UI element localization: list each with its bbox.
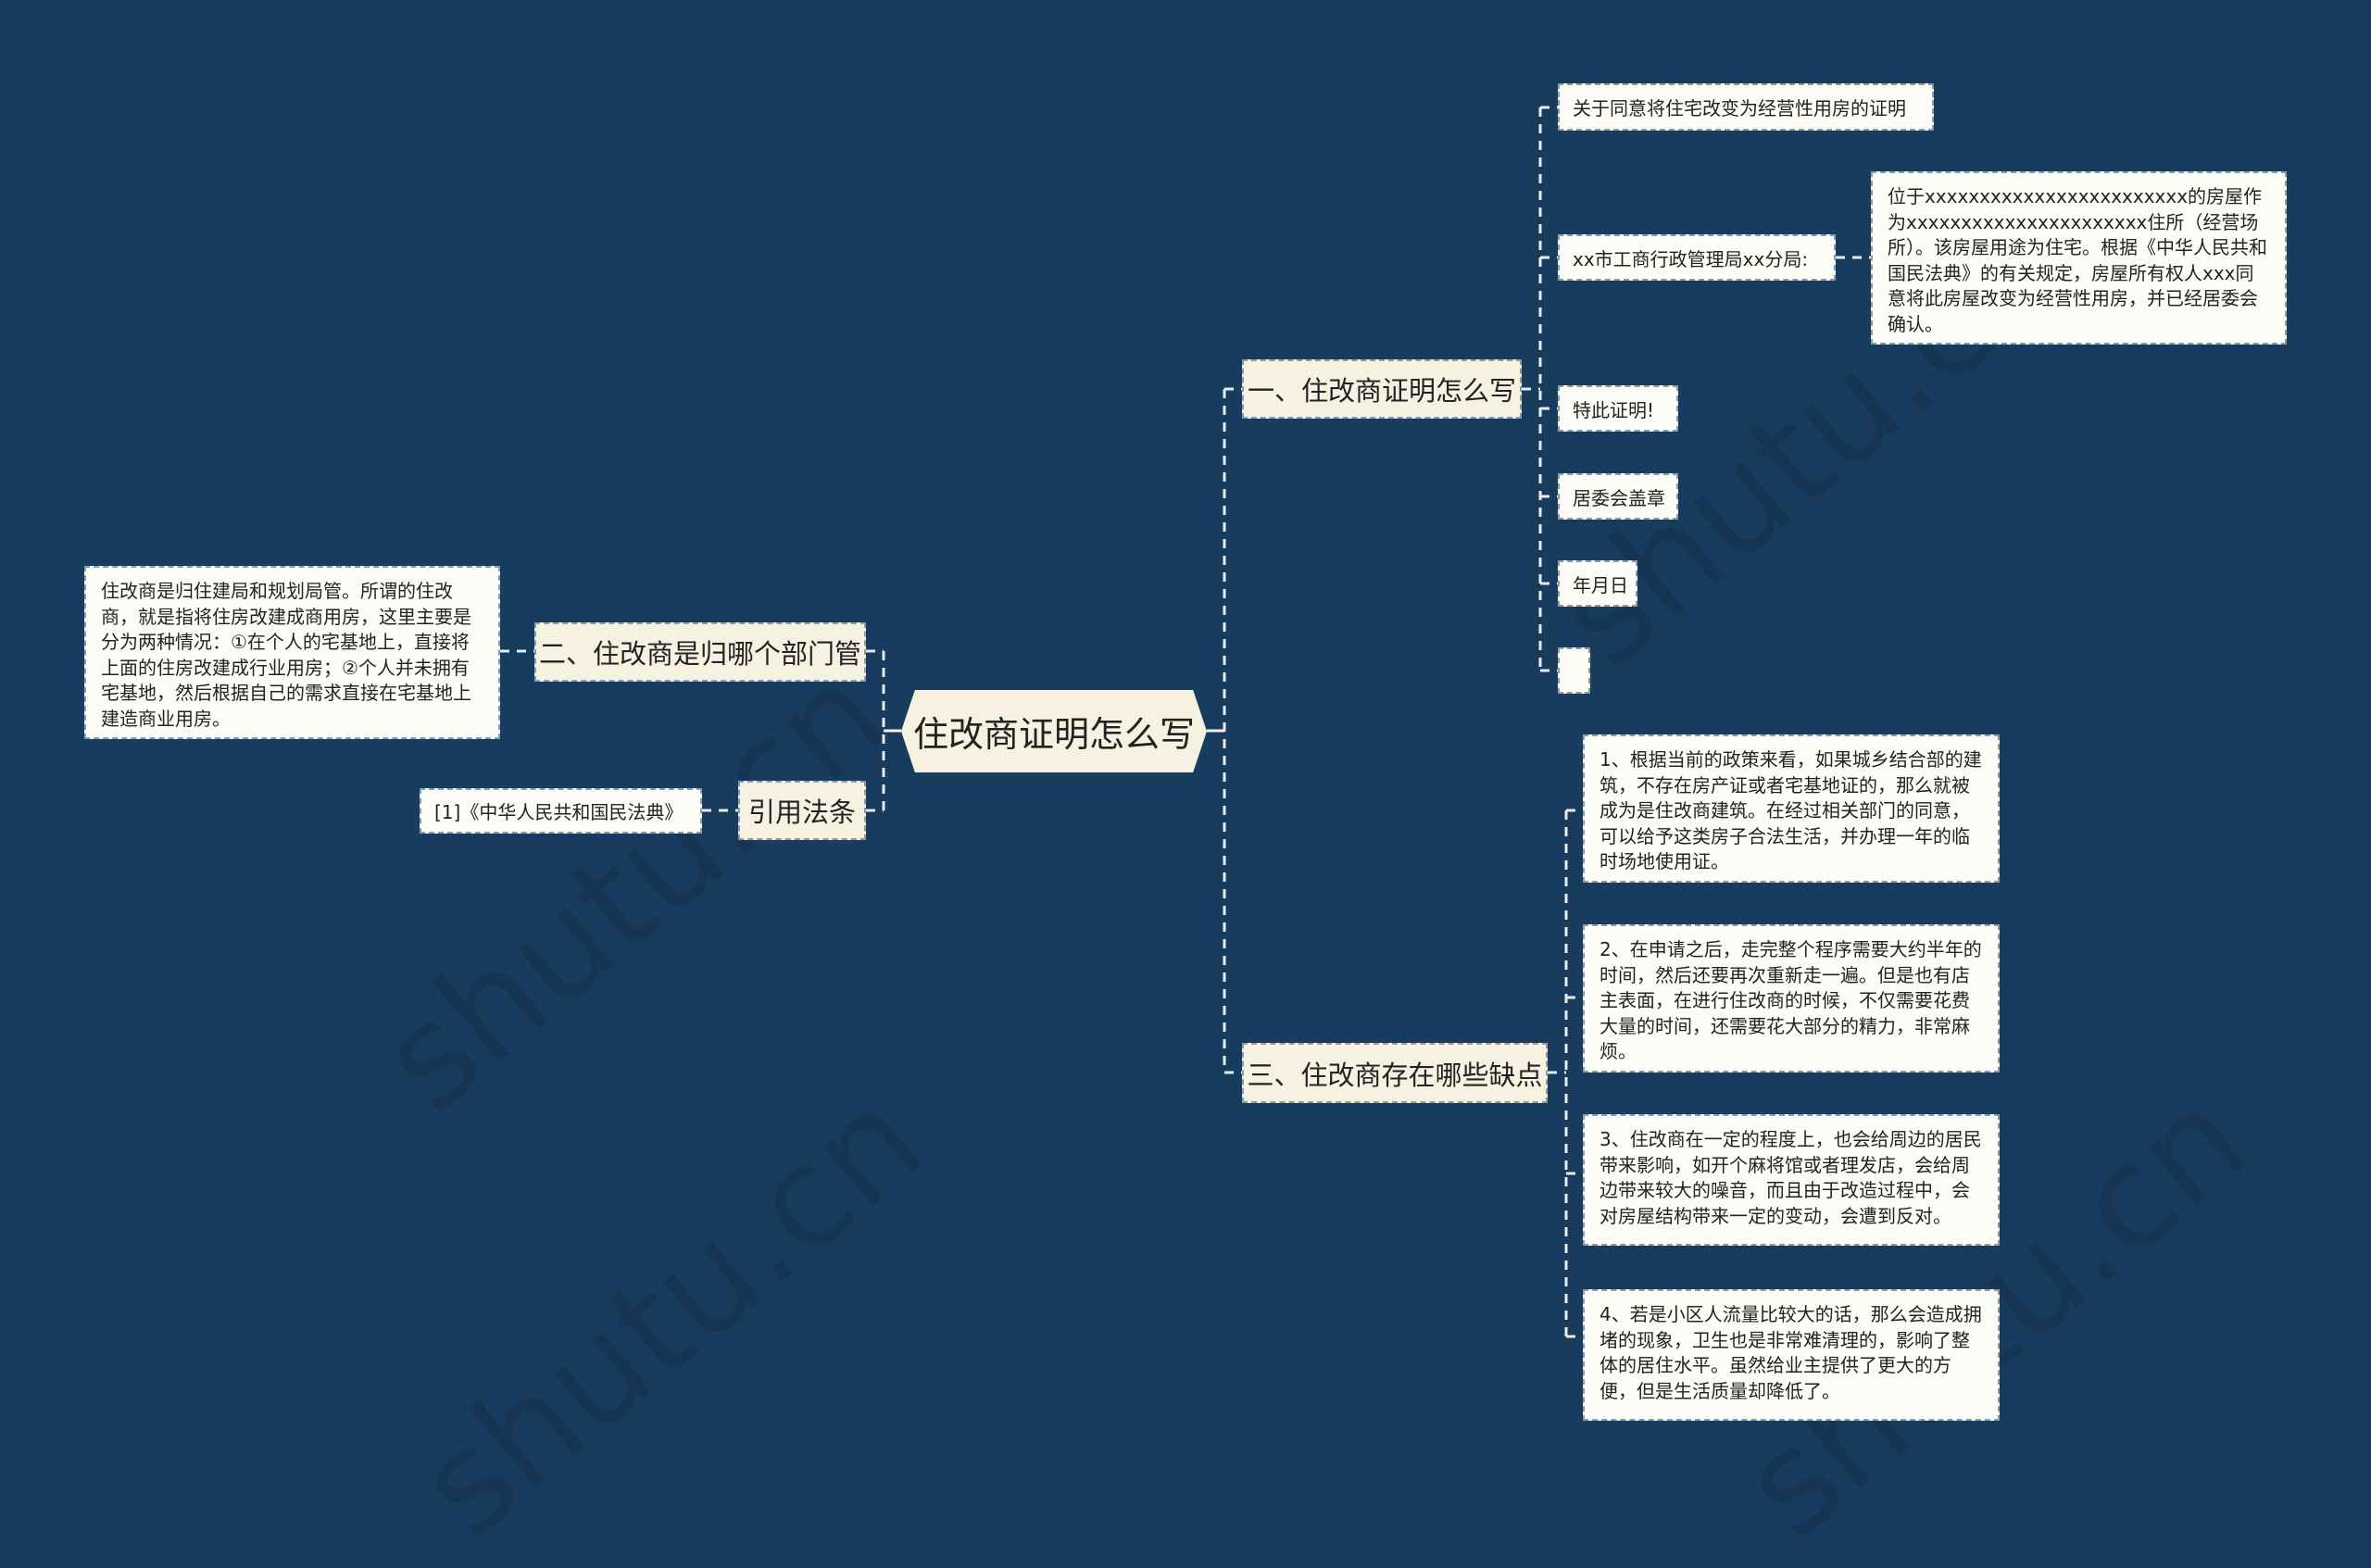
branch-drawbacks-label: 三、住改商存在哪些缺点 xyxy=(1247,1059,1543,1091)
drawback-3-text: 3、住改商在一定的程度上，也会给周边的居民带来影响，如开个麻将馆或者理发店，会给… xyxy=(1599,1128,1982,1227)
citation-note[interactable]: [1]《中华人民共和国民法典》 xyxy=(420,788,702,834)
drawback-1-note[interactable]: 1、根据当前的政策来看，如果城乡结合部的建筑，不存在房产证或者宅基地证的，那么就… xyxy=(1583,734,2000,883)
drawback-1-text: 1、根据当前的政策来看，如果城乡结合部的建筑，不存在房产证或者宅基地证的，那么就… xyxy=(1599,748,1982,872)
drawback-4-text: 4、若是小区人流量比较大的话，那么会造成拥堵的现象，卫生也是非常难清理的，影响了… xyxy=(1599,1303,1982,1402)
branch-legal-citation[interactable]: 引用法条 xyxy=(738,781,866,840)
connector-lines xyxy=(500,106,1871,1338)
department-detail-text: 住改商是归住建局和规划局管。所谓的住改商，就是指将住房改建成商用房，这里主要是分… xyxy=(101,580,471,730)
branch-how-to-write-label: 一、住改商证明怎么写 xyxy=(1248,375,1517,407)
citation-text: [1]《中华人民共和国民法典》 xyxy=(434,801,684,823)
cert-title-node[interactable]: 关于同意将住宅改变为经营性用房的证明 xyxy=(1558,83,1934,131)
hereby-certify-text: 特此证明! xyxy=(1573,398,1655,421)
branch-how-to-write[interactable]: 一、住改商证明怎么写 xyxy=(1242,359,1522,419)
date-node[interactable]: 年月日 xyxy=(1558,560,1637,607)
addressee-node[interactable]: xx市工商行政管理局xx分局: xyxy=(1558,234,1836,281)
cert-body-text: 位于xxxxxxxxxxxxxxxxxxxxxxxx的房屋作为xxxxxxxxx… xyxy=(1888,185,2267,335)
drawback-4-note[interactable]: 4、若是小区人流量比较大的话，那么会造成拥堵的现象，卫生也是非常难清理的，影响了… xyxy=(1583,1289,2000,1421)
drawback-3-note[interactable]: 3、住改商在一定的程度上，也会给周边的居民带来影响，如开个麻将馆或者理发店，会给… xyxy=(1583,1114,2000,1246)
addressee-text: xx市工商行政管理局xx分局: xyxy=(1573,247,1809,270)
drawback-2-note[interactable]: 2、在申请之后，走完整个程序需要大约半年的时间，然后还要再次重新走一遍。但是也有… xyxy=(1583,924,2000,1073)
root-topic-label: 住改商证明怎么写 xyxy=(912,714,1195,755)
root-topic[interactable]: 住改商证明怎么写 xyxy=(901,690,1207,772)
branch-department[interactable]: 二、住改商是归哪个部门管 xyxy=(534,622,866,682)
hereby-certify-node[interactable]: 特此证明! xyxy=(1558,385,1678,432)
branch-drawbacks[interactable]: 三、住改商存在哪些缺点 xyxy=(1242,1043,1548,1103)
cert-body-note[interactable]: 位于xxxxxxxxxxxxxxxxxxxxxxxx的房屋作为xxxxxxxxx… xyxy=(1871,171,2287,345)
empty-node[interactable] xyxy=(1558,647,1590,694)
drawback-2-text: 2、在申请之后，走完整个程序需要大约半年的时间，然后还要再次重新走一遍。但是也有… xyxy=(1599,938,1982,1062)
branch-legal-citation-label: 引用法条 xyxy=(748,797,857,828)
cert-title-text: 关于同意将住宅改变为经营性用房的证明 xyxy=(1573,97,1906,119)
date-text: 年月日 xyxy=(1573,573,1628,596)
committee-seal-node[interactable]: 居委会盖章 xyxy=(1558,473,1678,520)
branch-department-label: 二、住改商是归哪个部门管 xyxy=(539,638,862,670)
committee-seal-text: 居委会盖章 xyxy=(1573,486,1665,509)
department-detail-note[interactable]: 住改商是归住建局和规划局管。所谓的住改商，就是指将住房改建成商用房，这里主要是分… xyxy=(84,566,500,739)
